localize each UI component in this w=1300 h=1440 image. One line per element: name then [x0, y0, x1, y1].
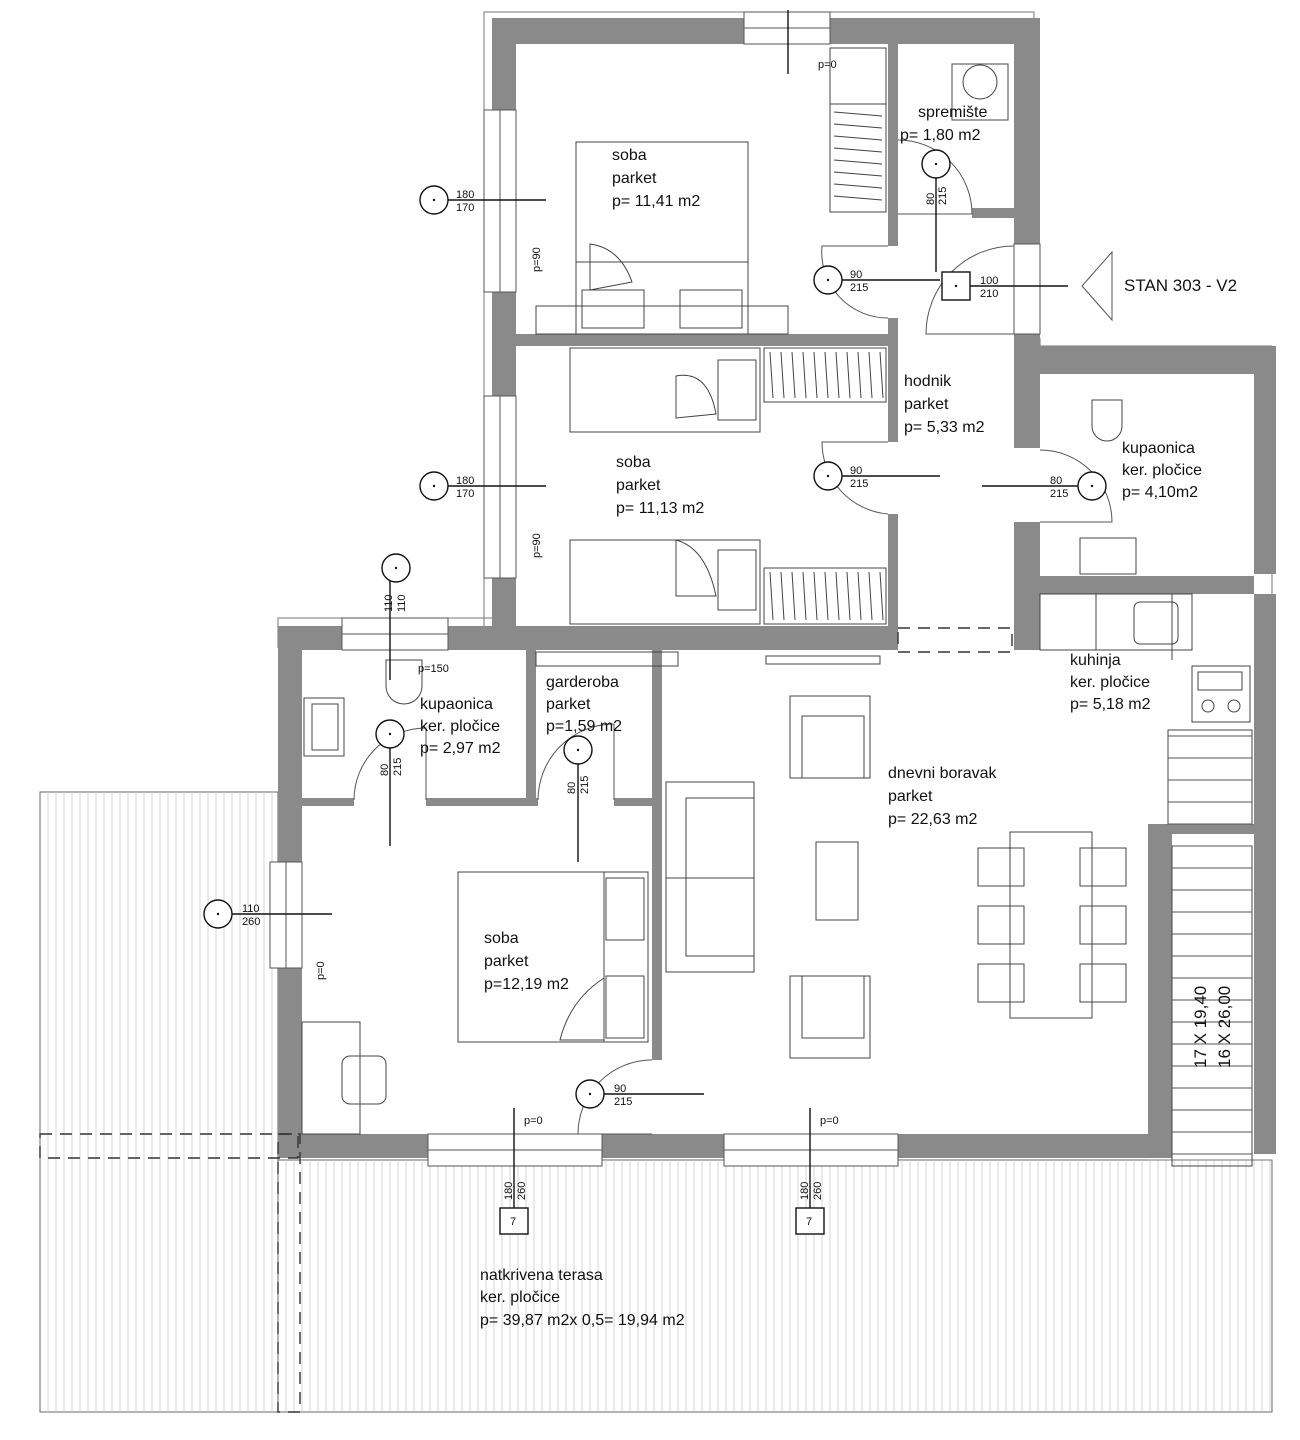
sill-note-soba1-side: p=90	[531, 247, 543, 272]
room-soba-2-name: soba	[616, 454, 651, 471]
door-garderoba-height: 215	[579, 776, 591, 794]
stair-steps	[1168, 735, 1252, 1155]
dashed-beams	[39, 627, 1013, 1413]
room-soba-1-name: soba	[612, 147, 647, 164]
door-spremiste-width: 80	[925, 193, 937, 205]
furniture	[301, 47, 1253, 1167]
room-dnevni-boravak-floor: parket	[888, 788, 933, 805]
door-terrace-2-height: 260	[812, 1182, 824, 1200]
marker-label-2: 7	[806, 1216, 812, 1228]
opening-tag-dots	[216, 162, 1094, 1096]
room-hodnik-name: hodnik	[904, 373, 952, 390]
window-soba-2-height: 170	[456, 488, 474, 500]
stair-note-risers: 17 X 19,40	[1191, 986, 1210, 1068]
door-terrace-1-height: 260	[516, 1182, 528, 1200]
door-garderoba-width: 80	[566, 782, 578, 794]
room-soba-2-area: p= 11,13 m2	[616, 500, 704, 517]
door-kupaonica-1-width: 80	[1050, 475, 1062, 487]
door-entrance-width: 100	[980, 275, 998, 287]
door-spremiste-height: 215	[937, 187, 949, 205]
window-kupaonica-2-height: 110	[396, 594, 408, 612]
window-soba-3-height: 260	[242, 916, 260, 928]
room-kupaonica-2-area: p= 2,97 m2	[420, 740, 501, 757]
room-spremiste-area: p= 1,80 m2	[900, 127, 981, 144]
room-garderoba-name: garderoba	[546, 674, 619, 691]
room-terasa-name: natkrivena terasa	[480, 1267, 603, 1284]
window-soba-1-width: 180	[456, 189, 474, 201]
door-soba-1-height: 215	[850, 282, 868, 294]
room-garderoba-floor: parket	[546, 696, 591, 713]
room-soba-1-area: p= 11,41 m2	[612, 193, 700, 210]
door-soba-3-height: 215	[614, 1096, 632, 1108]
stair-note-treads: 16 X 26,00	[1215, 986, 1234, 1068]
door-kupaonica-2-width: 80	[379, 764, 391, 776]
marker-box-2	[795, 1207, 825, 1235]
room-labels: soba parket p= 11,41 m2 spremište p= 1,8…	[420, 104, 1202, 1329]
sill-note-terrace2: p=0	[820, 1115, 839, 1127]
entrance-tag-dot	[954, 284, 958, 288]
room-dnevni-boravak-area: p= 22,63 m2	[888, 811, 978, 828]
room-terasa-floor: ker. pločice	[480, 1289, 560, 1306]
door-soba-1-width: 90	[850, 269, 862, 281]
marker-label-1: 7	[510, 1216, 516, 1228]
apartment-title: STAN 303 - V2	[1124, 276, 1237, 295]
room-kupaonica-1-area: p= 4,10m2	[1122, 484, 1198, 501]
room-spremiste-name: spremište	[918, 104, 987, 121]
door-terrace-2-width: 180	[799, 1182, 811, 1200]
room-soba-3-area: p=12,19 m2	[484, 976, 569, 993]
room-soba-1-floor: parket	[612, 170, 657, 187]
window-soba-1-height: 170	[456, 202, 474, 214]
room-kuhinja-area: p= 5,18 m2	[1070, 696, 1151, 713]
walls	[278, 18, 1276, 1158]
sill-note-soba2-side: p=90	[531, 533, 543, 558]
room-dnevni-boravak-name: dnevni boravak	[888, 765, 998, 782]
windows	[269, 11, 1041, 1167]
entrance-arrow-icon	[1081, 250, 1113, 322]
room-kuhinja-floor: ker. pločice	[1070, 674, 1150, 691]
door-entrance-height: 210	[980, 288, 998, 300]
sill-note-soba1-top: p=0	[818, 59, 837, 71]
room-soba-2-floor: parket	[616, 477, 661, 494]
room-terasa-area: p= 39,87 m2x 0,5= 19,94 m2	[480, 1312, 685, 1329]
door-soba-2-height: 215	[850, 478, 868, 490]
sill-note-kupaonica2: p=150	[418, 663, 449, 675]
door-soba-2-width: 90	[850, 465, 862, 477]
window-kupaonica-2-width: 110	[383, 594, 395, 612]
room-soba-3-name: soba	[484, 930, 519, 947]
marker-box-1	[499, 1207, 529, 1235]
room-kupaonica-1-name: kupaonica	[1122, 440, 1195, 457]
door-soba-3-width: 90	[614, 1083, 626, 1095]
sill-notes: p=0 p=90 p=90 p=150 p=0 p=0 p=0	[315, 59, 839, 1127]
room-hodnik-floor: parket	[904, 396, 949, 413]
room-soba-3-floor: parket	[484, 953, 529, 970]
door-kupaonica-1-height: 215	[1050, 488, 1068, 500]
leader-lines	[232, 10, 1078, 1208]
door-terrace-1-width: 180	[503, 1182, 515, 1200]
room-kuhinja-name: kuhinja	[1070, 652, 1121, 669]
door-kupaonica-2-height: 215	[392, 758, 404, 776]
room-garderoba-area: p=1,59 m2	[546, 718, 622, 735]
sill-note-soba3-side: p=0	[315, 961, 327, 980]
room-kupaonica-2-name: kupaonica	[420, 696, 493, 713]
room-hodnik-area: p= 5,33 m2	[904, 419, 985, 436]
window-soba-3-width: 110	[242, 903, 260, 915]
room-kupaonica-1-floor: ker. pločice	[1122, 462, 1202, 479]
room-kupaonica-2-floor: ker. pločice	[420, 718, 500, 735]
opening-dimensions: 180 170 90 215 80 215 100 210 180 170 90…	[242, 187, 1068, 1200]
terrace-slab	[39, 791, 1273, 1413]
window-soba-2-width: 180	[456, 475, 474, 487]
sill-note-terrace1: p=0	[524, 1115, 543, 1127]
